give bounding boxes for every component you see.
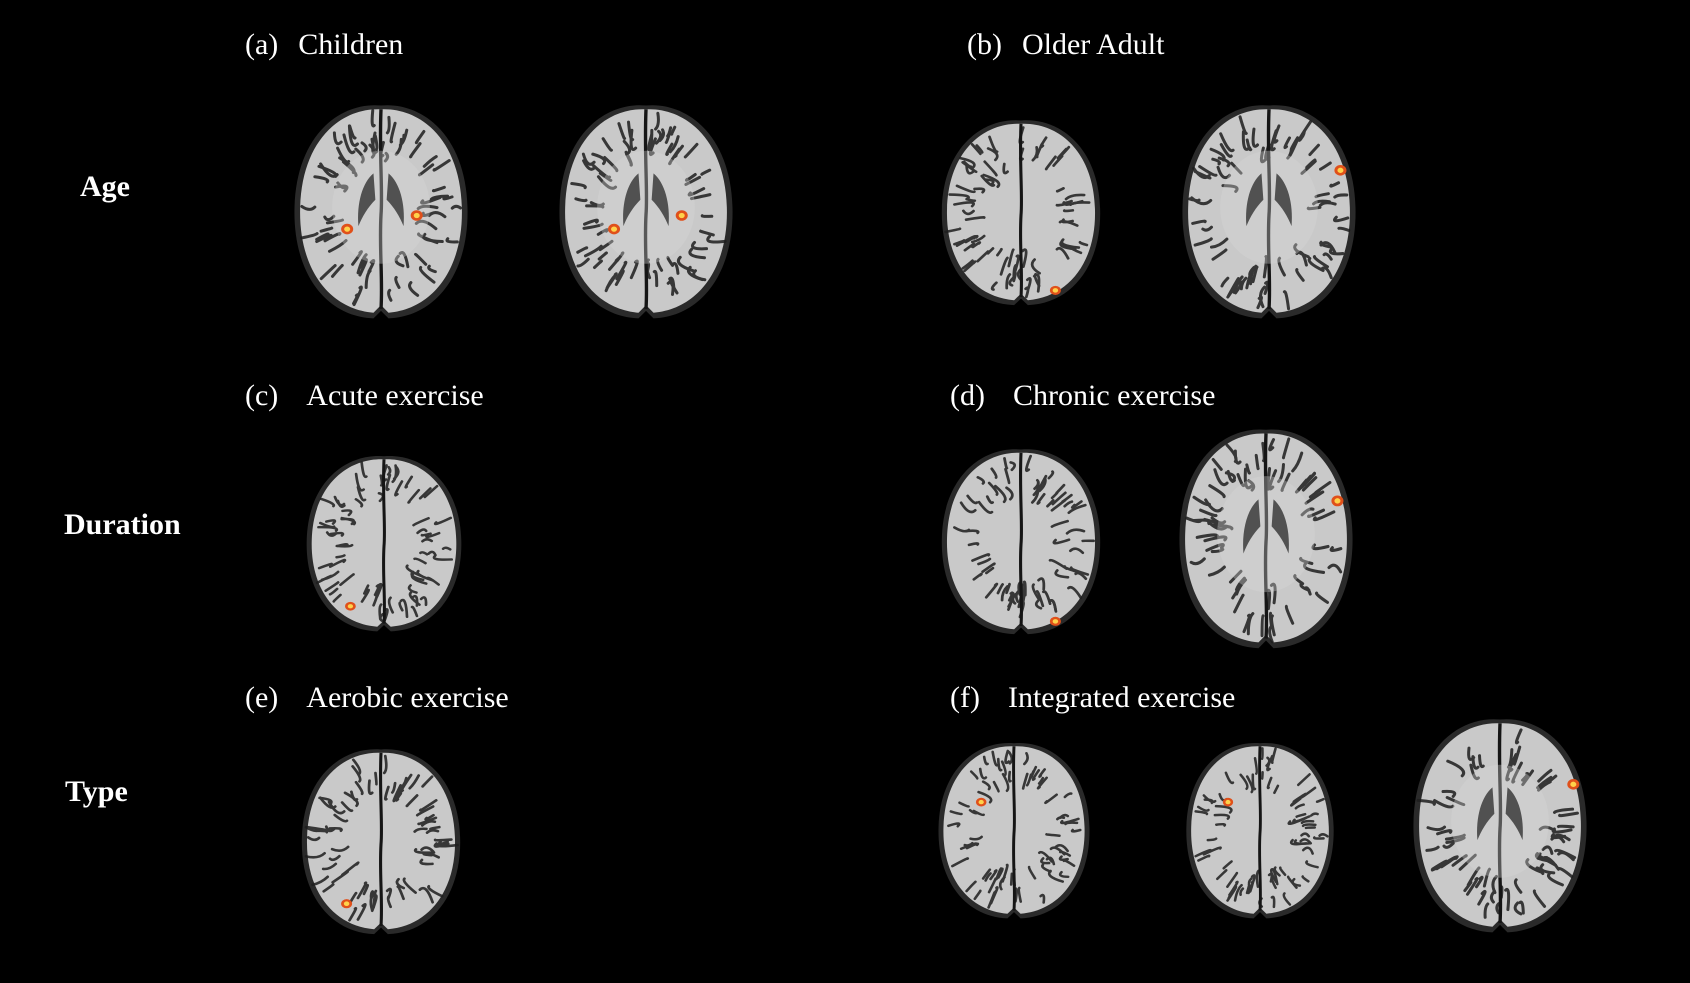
- panel-b-label: (b) Older Adult: [967, 28, 1164, 62]
- row-label-type: Type: [65, 775, 128, 808]
- panel-d-title: Chronic exercise: [1012, 379, 1216, 412]
- activation-blob: [341, 223, 354, 235]
- activation-blob: [1331, 495, 1344, 507]
- activation-blob: [410, 210, 423, 221]
- panel-a-letter: (a): [245, 28, 279, 61]
- activation-blob: [608, 223, 621, 235]
- brain-slice: [1172, 422, 1360, 654]
- panel-e-title: Aerobic exercise: [306, 681, 509, 714]
- panel-c-label: (c) Acute exercise: [245, 379, 484, 413]
- activation-blob: [341, 899, 353, 909]
- panel-e-label: (e) Aerobic exercise: [245, 681, 509, 715]
- panel-e-letter: (e): [245, 681, 279, 714]
- panel-f-label: (f) Integrated exercise: [950, 681, 1235, 715]
- brain-slice: [932, 737, 1096, 923]
- activation-blob: [1049, 285, 1061, 295]
- panel-c-title: Acute exercise: [306, 379, 484, 412]
- activation-blob: [1567, 779, 1580, 790]
- brain-slice-svg: [1182, 105, 1356, 319]
- brain-slice-svg: [306, 455, 462, 632]
- brain-slice: [1406, 712, 1594, 938]
- panel-c-letter: (c): [245, 379, 279, 412]
- activation-blob: [1222, 797, 1234, 807]
- panel-a-label: (a) Children: [245, 28, 403, 62]
- panel-b-letter: (b): [967, 28, 1002, 61]
- brain-slice-svg: [294, 105, 468, 319]
- panel-d-label: (d) Chronic exercise: [950, 379, 1215, 413]
- brain-slice: [1175, 98, 1363, 324]
- brain-slice: [1180, 737, 1340, 923]
- panel-d-letter: (d): [950, 379, 985, 412]
- brain-slice-svg: [938, 742, 1090, 919]
- brain-slice: [300, 450, 468, 636]
- brain-slice: [935, 443, 1107, 639]
- activation-blob: [345, 601, 356, 611]
- row-label-age: Age: [80, 170, 130, 203]
- brain-slice-svg: [941, 120, 1101, 306]
- panel-f-title: Integrated exercise: [1007, 681, 1236, 714]
- brain-slice: [295, 743, 467, 939]
- panel-b-title: Older Adult: [1021, 28, 1165, 61]
- brain-slice: [935, 114, 1107, 310]
- activation-blob: [1049, 616, 1061, 626]
- row-label-duration: Duration: [64, 508, 181, 541]
- brain-slice-svg: [941, 449, 1101, 635]
- panel-f-letter: (f): [950, 681, 980, 714]
- brain-slice-svg: [1186, 742, 1334, 919]
- brain-slice-svg: [1413, 719, 1587, 933]
- brain-slice-svg: [559, 105, 733, 319]
- brain-slice: [287, 98, 475, 324]
- activation-blob: [675, 210, 688, 221]
- activation-blob: [1334, 165, 1347, 176]
- brain-slice: [552, 98, 740, 324]
- activation-blob: [975, 797, 987, 807]
- brain-slice-svg: [301, 749, 461, 935]
- brain-slice-svg: [1179, 429, 1353, 649]
- panel-a-title: Children: [298, 28, 404, 61]
